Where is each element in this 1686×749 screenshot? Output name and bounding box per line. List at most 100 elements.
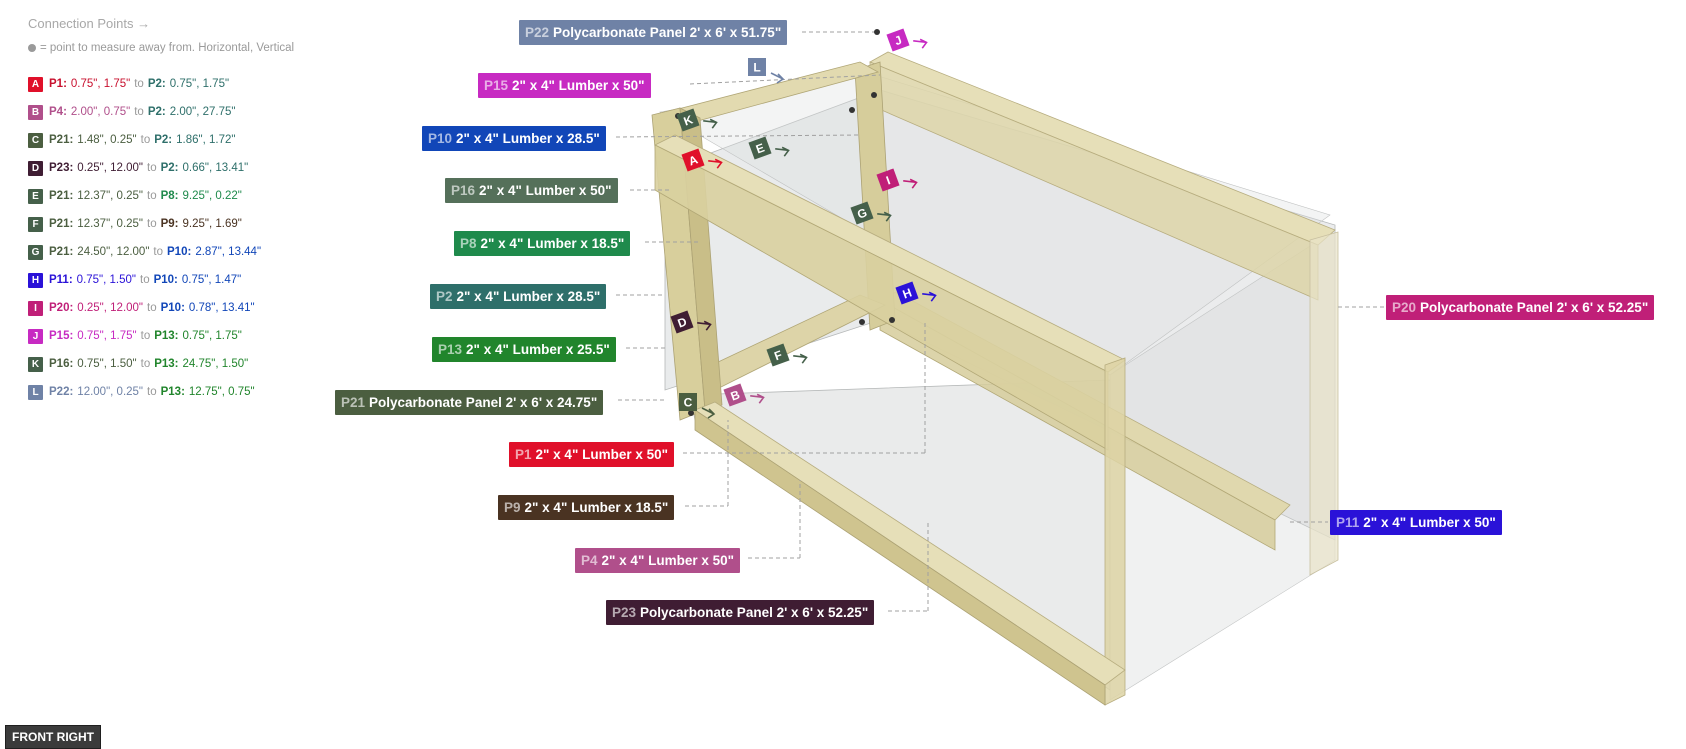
arrow-icon [770, 72, 785, 84]
part-name: Polycarbonate Panel 2' x 6' x 52.25" [1420, 300, 1649, 315]
marker-badge [681, 148, 705, 172]
marker-letter: J [893, 33, 904, 48]
board-front-right-post [1104, 357, 1126, 706]
legend-from-value: 1.48", 0.25" [77, 134, 137, 146]
marker-badge [850, 201, 874, 225]
marker-h: H [895, 281, 937, 305]
legend-to-value: 9.25", 0.22" [182, 190, 242, 202]
part-id: P23 [612, 605, 637, 620]
part-id: P21 [341, 395, 366, 410]
legend-from-part: P16: [49, 358, 74, 370]
part-id: P11 [1336, 515, 1360, 530]
legend-from-part: P23: [49, 162, 74, 174]
legend-to-part: P9: [160, 218, 179, 230]
legend-from-part: P21: [49, 246, 74, 258]
legend-to-value: 24.75", 1.50" [182, 358, 249, 370]
marker-letter: G [855, 205, 869, 221]
legend-badge: H [28, 272, 43, 288]
marker-letter: I [884, 173, 892, 187]
marker-e: E [748, 136, 790, 160]
legend-from-value: 0.75", 1.50" [77, 358, 137, 370]
part-id: P9 [504, 500, 521, 515]
point-dot-icon [28, 43, 36, 52]
legend-from-part: P22: [49, 386, 74, 398]
part-id: P15 [484, 78, 509, 93]
legend-from-value: 12.37", 0.25" [77, 190, 144, 202]
legend-badge: L [28, 384, 43, 400]
part-id: P10 [428, 131, 453, 146]
legend-to-word: to [140, 134, 151, 146]
part-name: Polycarbonate Panel 2' x 6' x 52.25" [640, 605, 869, 620]
legend-to-value: 0.75", 1.75" [169, 78, 230, 90]
arrow-icon [903, 178, 918, 189]
part-name: 2" x 4" Lumber x 50" [1363, 515, 1496, 530]
legend-from-value: 0.75", 1.75" [77, 330, 137, 342]
board-back-right-post [1309, 231, 1339, 576]
legend-badge: B [28, 104, 43, 120]
legend-badge: C [28, 132, 43, 148]
part-id: P4 [581, 553, 598, 568]
legend-to-part: P8: [160, 190, 179, 202]
legend-from-value: 0.25", 12.00" [77, 162, 144, 174]
legend-to-word: to [140, 358, 151, 370]
legend-to-word: to [134, 78, 144, 90]
part-id: P2 [436, 289, 453, 304]
legend-to-word: to [134, 106, 144, 118]
legend-to-value: 0.66", 13.41" [182, 162, 249, 174]
part-name: 2" x 4" Lumber x 50" [535, 447, 669, 462]
legend-from-part: P1: [49, 78, 67, 90]
part-id: P20 [1392, 300, 1417, 315]
legend-badge: D [28, 160, 43, 176]
legend-to-part: P2: [160, 162, 179, 174]
connection-legend: Connection Points → = point to measure a… [28, 16, 358, 406]
legend-badge: G [28, 244, 43, 260]
marker-badge [670, 310, 694, 334]
marker-badge [876, 168, 900, 192]
arrow-icon [750, 393, 765, 404]
legend-from-value: 2.00", 0.75" [70, 106, 131, 118]
legend-to-part: P2: [154, 134, 173, 146]
part-name: 2" x 4" Lumber x 18.5" [524, 500, 669, 515]
legend-to-part: P10: [167, 246, 192, 258]
marker-letter: L [753, 61, 760, 75]
part-id: P16 [451, 183, 476, 198]
legend-from-part: P21: [49, 134, 74, 146]
arrow-icon [701, 407, 716, 419]
legend-to-word: to [153, 246, 164, 258]
legend-to-value: 1.86", 1.72" [176, 134, 236, 146]
legend-to-part: P10: [160, 302, 185, 314]
legend-to-part: P2: [147, 78, 166, 90]
legend-to-word: to [147, 302, 157, 314]
legend-from-part: P20: [49, 302, 74, 314]
part-name: Polycarbonate Panel 2' x 6' x 24.75" [369, 395, 598, 410]
legend-to-value: 2.87", 13.44" [195, 246, 262, 258]
legend-to-word: to [147, 386, 157, 398]
legend-to-word: to [147, 190, 157, 202]
legend-to-value: 12.75", 0.75" [188, 386, 255, 398]
legend-badge: I [28, 300, 43, 316]
legend-from-value: 0.25", 12.00" [77, 302, 144, 314]
legend-to-part: P10: [153, 274, 178, 286]
legend-to-word: to [147, 162, 157, 174]
marker-badge [748, 58, 766, 76]
legend-to-value: 0.75", 1.75" [182, 330, 242, 342]
marker-letter: F [772, 348, 784, 364]
legend-to-value: 0.75", 1.47" [181, 274, 242, 286]
marker-l: L [748, 58, 785, 84]
arrow-icon [697, 320, 712, 331]
